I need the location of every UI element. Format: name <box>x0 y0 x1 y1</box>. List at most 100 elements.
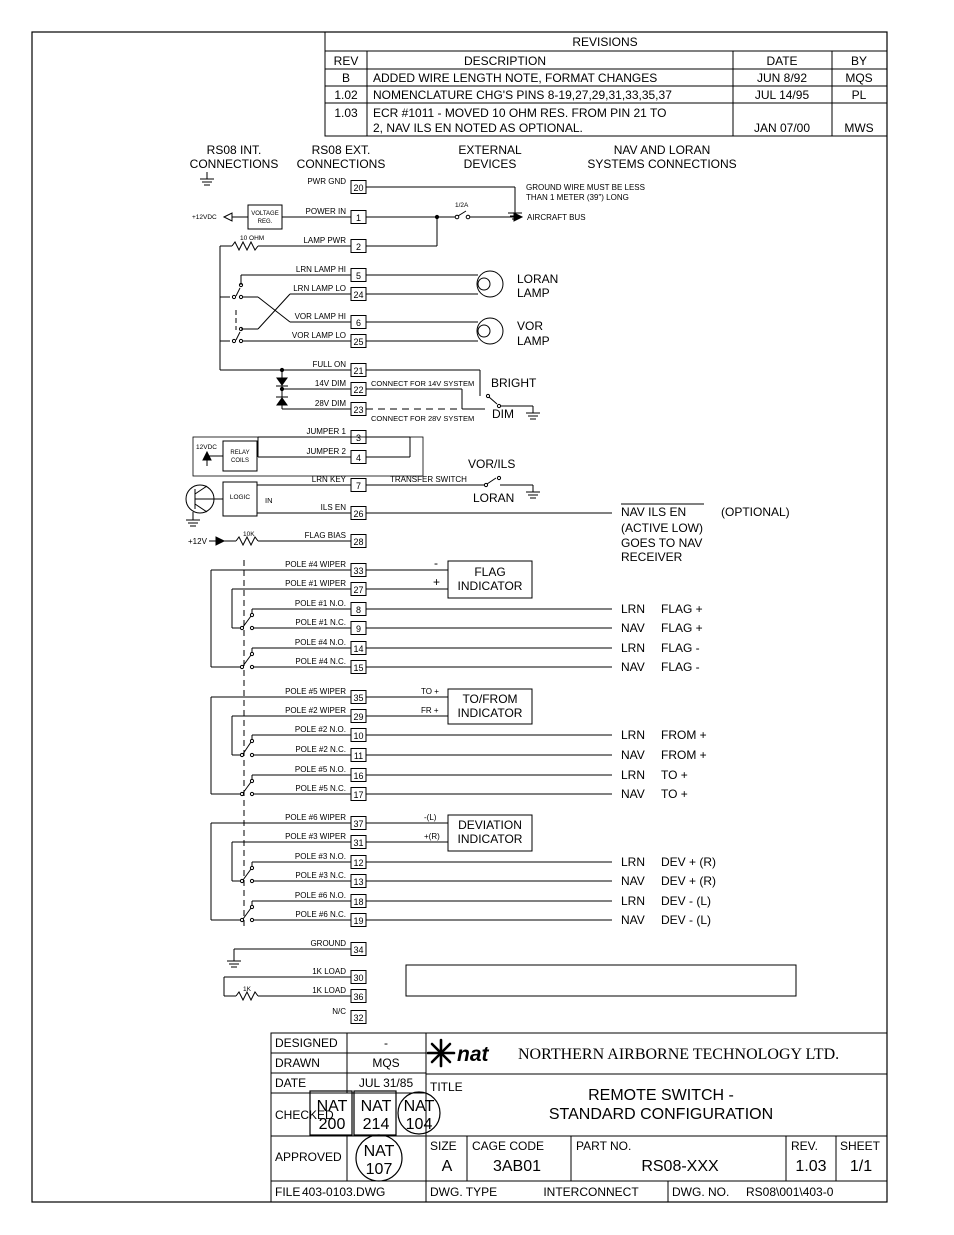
output-system-label: LRN <box>621 894 645 908</box>
ils-note-1: (ACTIVE LOW) <box>621 521 703 535</box>
dwg-no-value: RS08\001\403-0 <box>746 1185 834 1199</box>
ground-note-1: GROUND WIRE MUST BE LESS <box>526 183 645 192</box>
pin-number: 30 <box>353 973 363 983</box>
date-label: DATE <box>275 1076 306 1090</box>
pin-label: POLE #4 N.O. <box>295 638 346 647</box>
pin-number: 31 <box>353 838 363 848</box>
to-from-indicator-label-1: TO/FROM <box>462 692 517 706</box>
arrow-right-icon <box>513 212 524 222</box>
approved-label: APPROVED <box>275 1150 342 1164</box>
rev-102: 1.02 <box>334 88 358 102</box>
company-name: NORTHERN AIRBORNE TECHNOLOGY LTD. <box>518 1046 839 1063</box>
size-value: A <box>442 1158 453 1175</box>
pin-label: LAMP PWR <box>303 236 346 245</box>
flag-minus-label: - <box>434 556 438 570</box>
bright-label: BRIGHT <box>491 376 537 390</box>
v12-output-label: +12VDC <box>192 214 217 221</box>
pin-label: LRN LAMP LO <box>293 284 346 293</box>
pin-number: 20 <box>353 183 363 193</box>
pin-label: 14V DIM <box>315 379 346 388</box>
size-label: SIZE <box>430 1139 457 1153</box>
stamp-104-num: 104 <box>406 1116 433 1133</box>
ils-note-2: GOES TO NAV <box>621 536 702 550</box>
pin-number: 2 <box>356 242 361 252</box>
pin-number: 29 <box>353 712 363 722</box>
to-from-indicator-label-2: INDICATOR <box>458 706 523 720</box>
relay-logic-section: RELAY COILS 12VDC LOGIC IN TRANSFER SWIT… <box>185 436 790 564</box>
pin-terminal: 24 LRN LAMP LO <box>293 284 367 301</box>
voltage-reg-label-2: REG. <box>258 219 273 225</box>
aircraft-bus-label: AIRCRAFT BUS <box>527 213 586 222</box>
pin-label: POLE #1 N.C. <box>295 618 346 627</box>
relay-coils <box>222 440 258 472</box>
title-block: DESIGNED - DRAWN MQS DATE JUL 31/85 CHEC… <box>270 1032 888 1203</box>
pin-label: VOR LAMP LO <box>292 331 346 340</box>
pin-number: 35 <box>353 693 363 703</box>
pin-number: 14 <box>353 644 363 654</box>
hdr-ext-2: CONNECTIONS <box>297 157 386 171</box>
dwg-type-value: INTERCONNECT <box>543 1185 639 1199</box>
pin-terminal: 37 POLE #6 WIPER <box>285 813 367 830</box>
dwg-type-label: DWG. TYPE <box>430 1185 497 1199</box>
dev-r-label: +(R) <box>424 832 440 841</box>
inspection-stamps: NAT 200 NAT 214 NAT 104 NAT 107 <box>309 1090 441 1182</box>
pin-terminal: 22 14V DIM <box>315 379 367 396</box>
drawn-label: DRAWN <box>275 1056 320 1070</box>
zener-diode-icon <box>276 377 288 386</box>
resistor-10k <box>235 535 259 547</box>
pin-number: 33 <box>353 566 363 576</box>
pin-number: 22 <box>353 385 363 395</box>
rev-b-desc: ADDED WIRE LENGTH NOTE, FORMAT CHANGES <box>373 71 657 85</box>
power-section: GROUND WIRE MUST BE LESS THAN 1 METER (3… <box>192 172 645 298</box>
dimming-section: CONNECT FOR 14V SYSTEM CONNECT FOR 28V S… <box>219 341 540 423</box>
pin-number: 1 <box>356 213 361 223</box>
pin-label: 1K LOAD <box>312 986 346 995</box>
pin-terminal: 6 VOR LAMP HI <box>295 312 367 329</box>
pin-label: PWR GND <box>307 177 346 186</box>
pin-label: POLE #5 WIPER <box>285 687 346 696</box>
cage-label: CAGE CODE <box>472 1139 544 1153</box>
rev-103: 1.03 <box>334 106 358 120</box>
output-signal-label: FLAG - <box>661 641 700 655</box>
title-line-1: REMOTE SWITCH - <box>588 1087 734 1104</box>
loran-lamp-icon <box>476 270 504 298</box>
cage-value: 3AB01 <box>493 1158 541 1175</box>
pin-number: 37 <box>353 819 363 829</box>
optional-label: (OPTIONAL) <box>721 505 790 519</box>
pin-terminal: 35 POLE #5 WIPER <box>285 687 367 704</box>
output-system-label: LRN <box>621 855 645 869</box>
pin-number: 6 <box>356 318 361 328</box>
deviation-indicator <box>447 814 533 852</box>
pin-number: 24 <box>353 290 363 300</box>
pin-label: POLE #6 N.C. <box>295 910 346 919</box>
pin-label: POLE #3 N.O. <box>295 852 346 861</box>
pin-label: POLE #6 WIPER <box>285 813 346 822</box>
pin-number: 15 <box>353 663 363 673</box>
pin-label: JUMPER 1 <box>306 427 346 436</box>
stamp-200-num: 200 <box>319 1116 346 1133</box>
voltage-reg-label-1: VOLTAGE <box>251 211 278 217</box>
revisions-table: REVISIONS REV DESCRIPTION DATE BY B ADDE… <box>324 31 888 137</box>
pin-label: VOR LAMP HI <box>295 312 346 321</box>
pin-number: 34 <box>353 945 363 955</box>
pin-label: POLE #3 WIPER <box>285 832 346 841</box>
v12-relay-label: 12VDC <box>196 444 217 451</box>
vor-lamp-icon <box>476 317 504 345</box>
nat-logo-text: nat <box>457 1043 490 1066</box>
indicator-blocks: FLAG INDICATOR TO/FROM INDICATOR DEVIATI… <box>366 556 533 852</box>
pin-number: 3 <box>356 433 361 443</box>
hdr-int-1: RS08 INT. <box>207 143 262 157</box>
stamp-214-num: 214 <box>363 1116 390 1133</box>
